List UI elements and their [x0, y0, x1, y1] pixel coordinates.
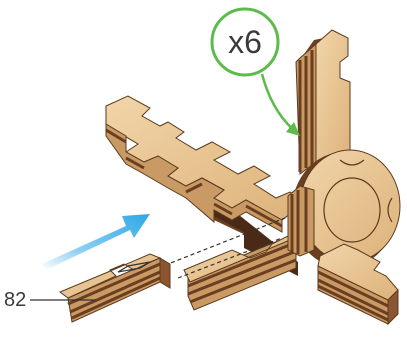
- quantity-callout: x6: [212, 9, 300, 136]
- callout-pointer-arrow: [262, 74, 296, 132]
- front-bar-piece: [184, 236, 296, 310]
- connector-hub-piece: [288, 30, 400, 324]
- hub-disc: [300, 150, 400, 262]
- part-number-text: 82: [4, 289, 26, 311]
- quantity-callout-text: x6: [228, 24, 262, 60]
- piece-82: [60, 254, 170, 322]
- piece-82-end: [160, 258, 170, 288]
